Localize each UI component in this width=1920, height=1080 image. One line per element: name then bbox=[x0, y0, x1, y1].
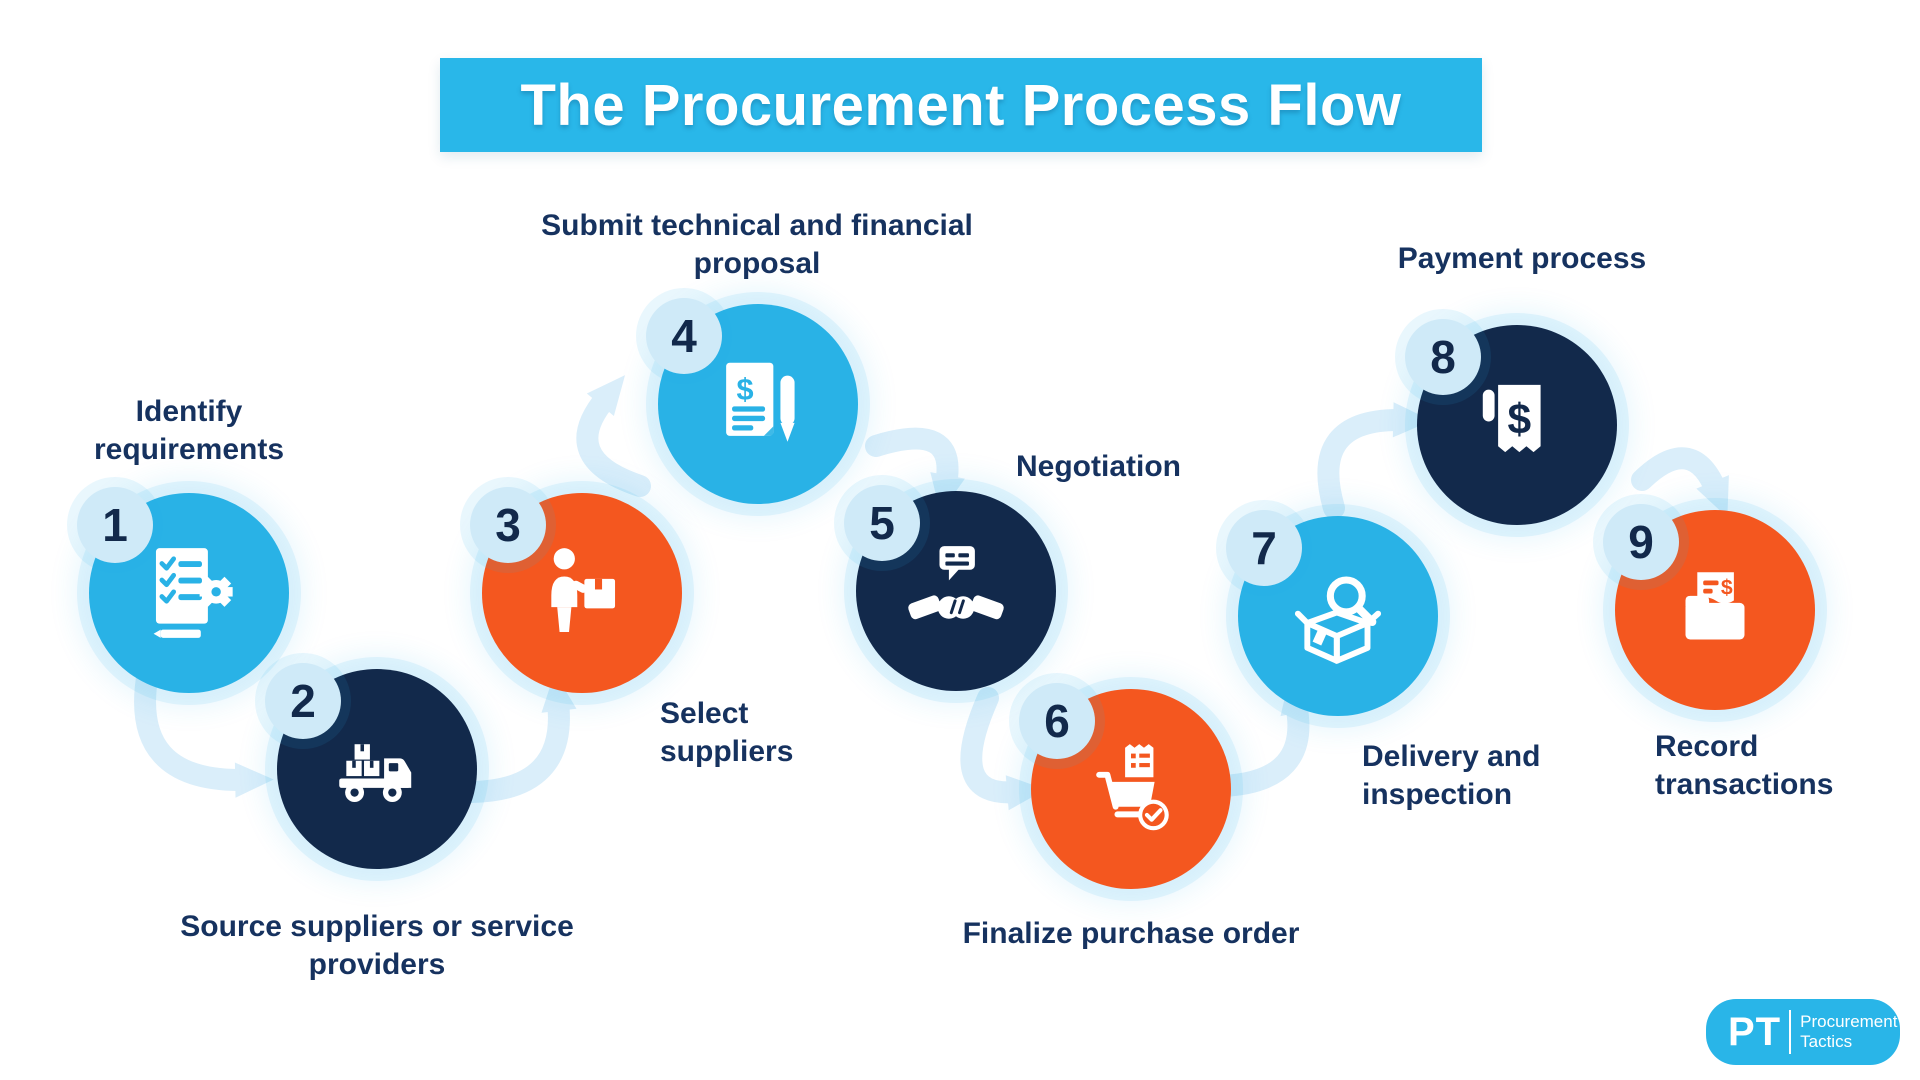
svg-text:$: $ bbox=[1508, 396, 1532, 443]
step-8-label: Payment process bbox=[1397, 242, 1647, 275]
step-1-circle bbox=[89, 493, 289, 693]
step-7-number-badge: 7 bbox=[1226, 510, 1302, 586]
step-4-label: Submit technical and financial proposal bbox=[541, 209, 973, 281]
arrow-step1-step2 bbox=[134, 661, 274, 798]
step-8-number: 8 bbox=[1430, 331, 1456, 383]
step-9-number-badge: 9 bbox=[1603, 504, 1679, 580]
step-1-number: 1 bbox=[102, 499, 128, 551]
step-2-label: Source suppliers or service providers bbox=[180, 910, 574, 982]
step-9-label: Record transactions bbox=[1655, 730, 1834, 802]
purchase-cart-check-icon bbox=[1096, 744, 1169, 831]
logo-name-line2: Tactics bbox=[1800, 1032, 1853, 1051]
step-5-label: Negotiation bbox=[1016, 450, 1181, 483]
logo-abbr: PT bbox=[1728, 1009, 1782, 1054]
logo-name: Procurement Tactics bbox=[1800, 1012, 1897, 1052]
arrow-step4-step5 bbox=[865, 427, 965, 514]
arrow-step2-step3 bbox=[461, 672, 577, 803]
step-3-number: 3 bbox=[495, 499, 521, 551]
proposal-document-pen-icon: $ bbox=[726, 362, 795, 442]
handshake-speech-bubble-icon bbox=[908, 546, 1004, 620]
step-7: 7 bbox=[1226, 510, 1438, 716]
step-4-number: 4 bbox=[671, 310, 697, 362]
step-1: 1 bbox=[77, 487, 289, 693]
step-9-number: 9 bbox=[1628, 516, 1654, 568]
arrow-step6-step7 bbox=[1211, 674, 1316, 797]
svg-text:$: $ bbox=[736, 372, 753, 406]
box-magnifier-icon bbox=[1294, 576, 1382, 664]
person-with-box-icon bbox=[551, 548, 616, 632]
step-9: $ 9 bbox=[1603, 504, 1815, 710]
checklist-gear-icon bbox=[153, 548, 233, 638]
logo-divider bbox=[1789, 1010, 1792, 1054]
step-1-label: Identify requirements bbox=[93, 395, 285, 467]
step-3-label: Select suppliers bbox=[660, 697, 794, 769]
step-4-number-badge: 4 bbox=[646, 298, 722, 374]
procurement-tactics-logo: PT Procurement Tactics bbox=[1706, 999, 1900, 1065]
step-6-number-badge: 6 bbox=[1019, 683, 1095, 759]
step-5-number-badge: 5 bbox=[844, 485, 920, 561]
step-3-number-badge: 3 bbox=[470, 487, 546, 563]
step-1-number-badge: 1 bbox=[77, 487, 153, 563]
step-9-circle: $ bbox=[1615, 510, 1815, 710]
step-3: 3 bbox=[470, 487, 682, 693]
step-4: $ 4 bbox=[646, 298, 858, 504]
step-7-number: 7 bbox=[1251, 522, 1277, 574]
arrow-step5-step6 bbox=[960, 687, 1046, 811]
folder-transactions-icon: $ bbox=[1685, 572, 1745, 640]
step-6: 6 bbox=[1019, 683, 1231, 889]
title-banner: The Procurement Process Flow bbox=[440, 58, 1482, 152]
page-title: The Procurement Process Flow bbox=[520, 72, 1402, 138]
step-5-number: 5 bbox=[869, 497, 895, 549]
step-6-label: Finalize purchase order bbox=[962, 917, 1300, 950]
step-2-number: 2 bbox=[290, 675, 316, 727]
step-8-number-badge: 8 bbox=[1405, 319, 1481, 395]
svg-text:$: $ bbox=[1721, 576, 1733, 600]
logo-name-line1: Procurement bbox=[1800, 1011, 1898, 1031]
step-7-label: Delivery and inspection bbox=[1362, 740, 1541, 812]
arrow-step8-step9 bbox=[1631, 447, 1729, 518]
step-2-number-badge: 2 bbox=[265, 663, 341, 739]
arrow-step7-step8 bbox=[1317, 402, 1432, 519]
delivery-truck-icon bbox=[339, 744, 412, 803]
receipt-dollar-icon: $ bbox=[1482, 384, 1541, 453]
step-2: 2 bbox=[265, 663, 477, 869]
step-6-number: 6 bbox=[1044, 695, 1070, 747]
step-5: 5 bbox=[844, 485, 1056, 691]
step-4-circle: $ bbox=[658, 304, 858, 504]
step-8: $ 8 bbox=[1405, 319, 1617, 525]
arrow-step3-step4 bbox=[576, 375, 651, 497]
